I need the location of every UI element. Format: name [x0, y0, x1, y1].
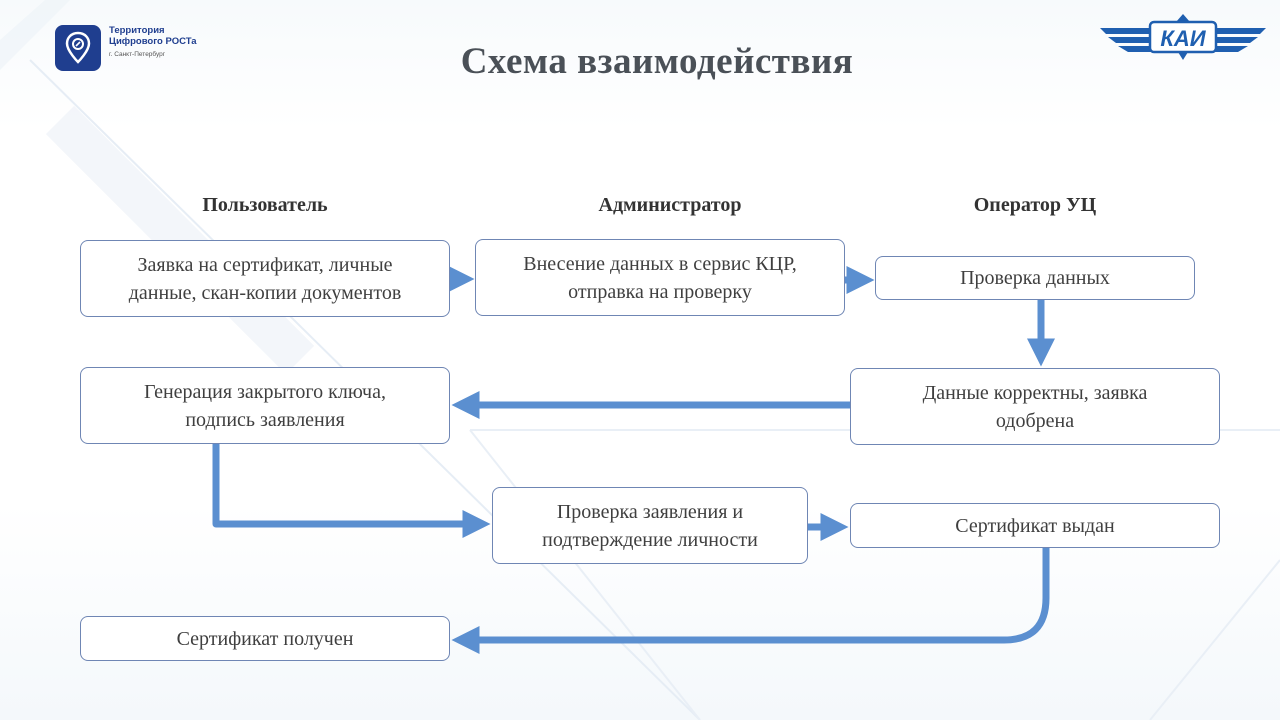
logo-territory: Территория Цифрового РОСТа г. Санкт-Пете… [55, 25, 197, 71]
step-verify-text: Проверка заявления и подтверждение лично… [542, 500, 758, 551]
page-title: Схема взаимодействия [460, 41, 854, 82]
logo-line-1: Территория [109, 25, 165, 36]
step-request: Заявка на сертификат, личные данные, ска… [80, 240, 450, 317]
step-received-text: Сертификат получен [176, 627, 354, 650]
arrow-keygen-to-verify [212, 444, 491, 538]
step-check-data: Проверка данных [875, 256, 1195, 300]
step-received: Сертификат получен [80, 616, 450, 661]
logo-kai-text: КАИ [1160, 26, 1206, 51]
step-enter-data-text: Внесение данных в сервис КЦР, отправка н… [523, 252, 797, 303]
logo-city: г. Санкт-Петербург [109, 51, 166, 58]
step-check-data-text: Проверка данных [960, 267, 1110, 289]
step-key-gen: Генерация закрытого ключа, подпись заявл… [80, 367, 450, 444]
column-header-user: Пользователь [202, 194, 328, 216]
step-enter-data: Внесение данных в сервис КЦР, отправка н… [475, 239, 845, 316]
step-issued-text: Сертификат выдан [955, 514, 1115, 537]
logo-kai: КАИ [1098, 12, 1268, 67]
winged-emblem-icon: КАИ [1100, 14, 1266, 60]
step-key-gen-text: Генерация закрытого ключа, подпись заявл… [144, 380, 386, 431]
step-request-text: Заявка на сертификат, личные данные, ска… [128, 253, 402, 304]
location-pin-icon [55, 25, 101, 71]
column-header-admin: Администратор [598, 194, 742, 216]
step-data-ok-text: Данные корректны, заявка одобрена [922, 381, 1148, 432]
logo-line-2: Цифрового РОСТа [109, 36, 197, 47]
column-header-operator: Оператор УЦ [973, 194, 1097, 216]
step-issued: Сертификат выдан [850, 503, 1220, 548]
step-data-ok: Данные корректны, заявка одобрена [850, 368, 1220, 445]
step-verify: Проверка заявления и подтверждение лично… [492, 487, 808, 564]
arrow-issued-to-received [451, 548, 1050, 654]
logo-text: Территория Цифрового РОСТа г. Санкт-Пете… [109, 25, 197, 58]
